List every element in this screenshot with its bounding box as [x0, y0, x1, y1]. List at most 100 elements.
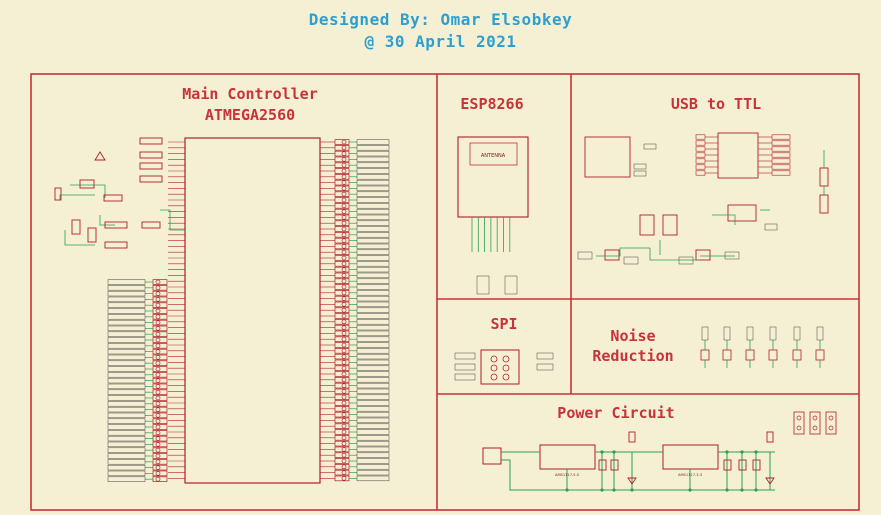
mcu-net-label-right [356, 394, 390, 400]
usb-header-pin-left [695, 164, 706, 170]
mcu-header-right-hole [341, 174, 347, 180]
usb-header-pin-left [695, 140, 706, 146]
mcu-header-left-hole [155, 308, 161, 314]
usb-header-pin-left [695, 158, 706, 164]
spi-pin-hole [502, 373, 510, 381]
mcu-left-headers [145, 279, 168, 482]
noise-cap-label [701, 326, 709, 341]
mcu-net-label-left [107, 435, 146, 442]
power-header-body [825, 411, 837, 435]
mcu-net-label-right [356, 208, 390, 215]
mcu-net-label-right [356, 214, 390, 221]
power-wiring [501, 451, 775, 491]
mcu-net-label-right [356, 255, 390, 261]
mcu-header-right-hole [341, 139, 347, 145]
power-header-hole [796, 425, 802, 431]
mcu-header-right-hole [341, 191, 347, 197]
mcu-net-label-right [356, 307, 390, 313]
noise-cap-label [746, 326, 754, 341]
mcu-header-left-hole [155, 395, 161, 401]
mcu-net-label-right [356, 319, 390, 325]
mcu-header-right-hole [341, 186, 347, 191]
esp8266-title: ESP8266 [460, 95, 523, 113]
mcu-header-left-hole [155, 366, 161, 372]
usb-ttl-net-labels [577, 143, 778, 265]
mcu-header-right-hole [341, 249, 347, 255]
mcu-net-label-right [356, 237, 390, 244]
power-junctions [565, 450, 758, 492]
mcu-header-left-hole [155, 349, 161, 354]
mcu-net-label-right [356, 272, 390, 279]
mcu-net-label-right [356, 203, 390, 209]
mcu-header-right-hole [341, 389, 347, 394]
noise-cap-label [793, 326, 801, 341]
noise-cap-body [792, 349, 802, 361]
mcu-header-right-hole [341, 452, 347, 458]
power-header-hole [828, 425, 834, 431]
mcu-header-left-hole [155, 459, 161, 465]
mcu-right-headers [334, 139, 357, 482]
mcu-net-label-left [107, 424, 146, 430]
noise-cap-body [722, 349, 732, 361]
designer-credit: Designed By: Omar Elsobkey [308, 10, 573, 29]
power-header-hole [812, 425, 818, 431]
power-header-hole [812, 415, 818, 421]
power-regulators [482, 444, 719, 470]
mcu-net-label-right [356, 469, 390, 476]
spi-header [480, 349, 520, 385]
usb-ttl-components [584, 132, 829, 261]
mcu-net-label-right [356, 440, 390, 447]
power-caps-leds [598, 431, 775, 485]
mcu-net-label-right [356, 156, 390, 163]
mcu-header-right-hole [341, 261, 347, 267]
mcu-net-label-right [356, 429, 390, 435]
usb-header-pin-right [771, 170, 791, 176]
mcu-header-right-hole [341, 307, 347, 313]
noise-capacitors [700, 326, 825, 368]
mcu-header-right-hole [341, 244, 347, 249]
mcu-net-label-right [356, 174, 390, 180]
mcu-header-left-hole [155, 360, 161, 366]
usb-ttl-wiring [596, 150, 825, 261]
mcu-net-label-left [107, 331, 146, 337]
noise-cap-label [723, 326, 731, 341]
mcu-header-right-hole [341, 278, 347, 284]
mcu-header-left-hole [155, 418, 161, 424]
mcu-header-left-hole [155, 378, 161, 383]
mcu-net-label-right [356, 371, 390, 377]
mcu-header-right-hole [341, 273, 347, 278]
mcu-header-right-hole [341, 394, 347, 400]
mcu-header-left-hole [155, 430, 161, 436]
mcu-net-label-left [107, 459, 146, 465]
mcu-net-label-right [356, 435, 390, 441]
mcu-header-left-hole [155, 279, 161, 285]
usb-header-pin-right [771, 140, 791, 146]
noise-cap-body [815, 349, 825, 361]
mcu-header-left-hole [155, 471, 161, 476]
mcu-net-label-right [356, 336, 390, 342]
mcu-net-label-left [107, 412, 146, 419]
mcu-net-label-right [356, 411, 390, 418]
mcu-header-right-hole [341, 441, 347, 446]
mcu-net-label-right [356, 406, 390, 412]
mcu-header-left-hole [155, 285, 161, 291]
noise-cap-body [745, 349, 755, 361]
mcu-header-right-hole [341, 458, 347, 464]
usb-header-pin-right [771, 152, 791, 158]
mcu-net-label-left [107, 366, 146, 372]
design-date: @ 30 April 2021 [364, 32, 517, 51]
mcu-header-right-hole [341, 313, 347, 319]
mcu-header-right-hole [341, 400, 347, 406]
power-header-body [809, 411, 821, 435]
mcu-net-label-right [356, 179, 390, 186]
mcu-net-label-left [107, 314, 146, 320]
mcu-net-label-left [107, 377, 146, 384]
spi-pin-hole [502, 355, 510, 363]
mcu-header-right-hole [341, 157, 347, 162]
mcu-net-label-right [356, 266, 390, 273]
mcu-header-right-hole [341, 435, 347, 441]
mcu-net-label-right [356, 295, 390, 302]
mcu-header-left-hole [155, 442, 161, 447]
mcu-net-label-right [356, 226, 390, 232]
usb-header-pin-right [771, 134, 791, 140]
